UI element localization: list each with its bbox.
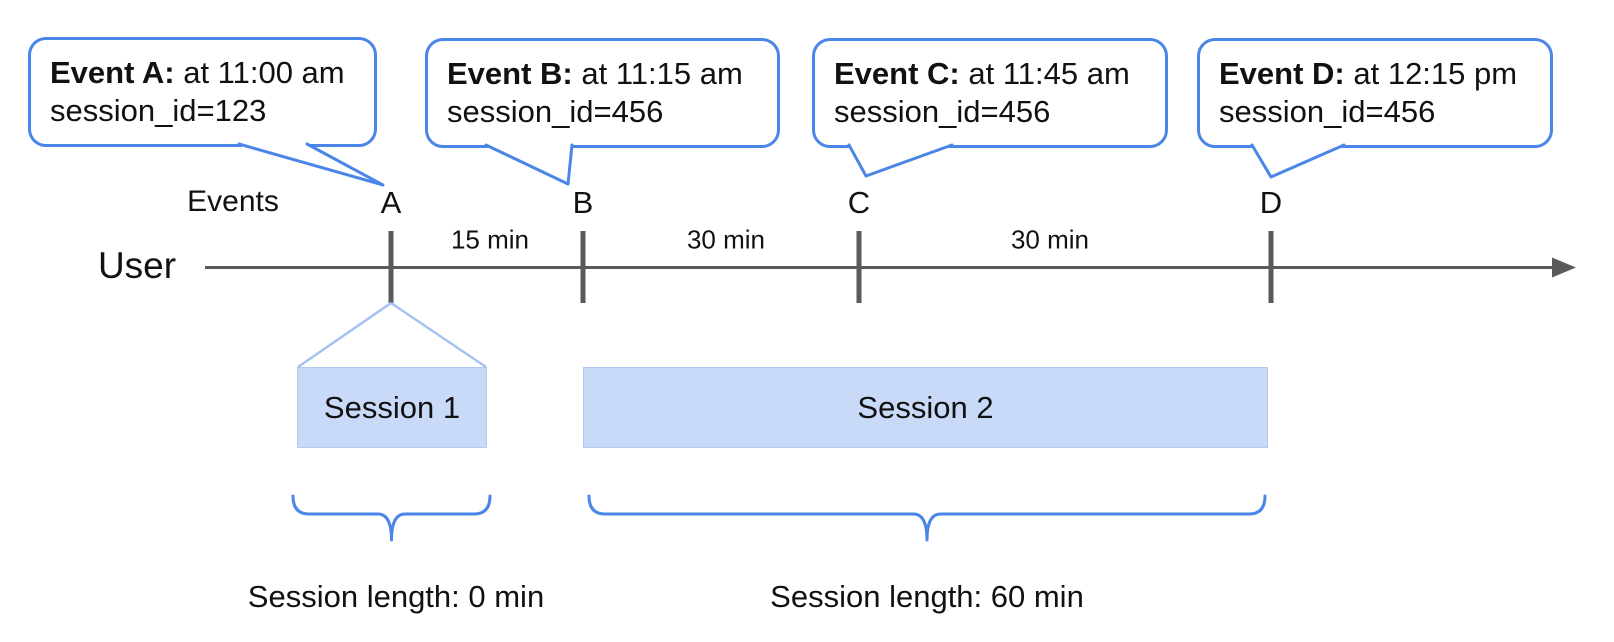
- event-mark-b: B: [572, 185, 594, 220]
- callout-event-d-session-id: session_id=456: [1219, 94, 1436, 129]
- callout-event-c-line1: Event C: at 11:45 am: [834, 55, 1153, 93]
- callout-event-b-line1: Event B: at 11:15 am: [447, 55, 765, 93]
- session-1-length-label: Session length: 0 min: [247, 579, 545, 614]
- event-mark-c: C: [847, 185, 871, 220]
- callout-event-b-session-id: session_id=456: [447, 94, 664, 129]
- brace-session-2: [587, 494, 1267, 542]
- callout-event-a-title: Event A:: [50, 55, 175, 90]
- callout-event-d: Event D: at 12:15 pm session_id=456: [1197, 38, 1553, 148]
- funnel-line-left: [297, 301, 392, 369]
- callout-event-b-time: at 11:15 am: [572, 56, 743, 91]
- callout-tail-b: [484, 143, 574, 186]
- callout-event-b-title: Event B:: [447, 56, 573, 91]
- session-1-box: Session 1: [297, 367, 487, 448]
- events-row-label: Events: [187, 185, 279, 218]
- callout-tail-d: [1250, 143, 1346, 179]
- event-mark-a: A: [380, 185, 402, 220]
- callout-event-c-time: at 11:45 am: [959, 56, 1130, 91]
- brace-session-1: [291, 494, 492, 542]
- callout-event-c-session-id: session_id=456: [834, 94, 1051, 129]
- callout-event-a-time: at 11:00 am: [174, 55, 345, 90]
- session-1-label: Session 1: [323, 389, 461, 425]
- session-2-length-label: Session length: 60 min: [770, 579, 1084, 614]
- interval-c-d-label: 30 min: [1010, 224, 1090, 255]
- callout-event-d-title: Event D:: [1219, 56, 1345, 91]
- timeline-arrowhead-icon: [1552, 257, 1576, 278]
- callout-event-a: Event A: at 11:00 am session_id=123: [28, 37, 377, 147]
- funnel-line-right: [390, 301, 487, 369]
- interval-a-b-label: 15 min: [450, 224, 530, 255]
- callout-event-a-line1: Event A: at 11:00 am: [50, 54, 362, 92]
- session-2-label: Session 2: [857, 389, 994, 425]
- callout-tail-c: [847, 143, 954, 178]
- callout-event-b: Event B: at 11:15 am session_id=456: [425, 38, 780, 148]
- callout-tail-a: [237, 142, 385, 187]
- callout-event-d-time: at 12:15 pm: [1344, 56, 1518, 91]
- session-2-box: Session 2: [583, 367, 1268, 448]
- callout-event-d-line1: Event D: at 12:15 pm: [1219, 55, 1538, 93]
- callout-event-c-title: Event C:: [834, 56, 960, 91]
- callout-event-a-session-id: session_id=123: [50, 93, 267, 128]
- callout-event-c: Event C: at 11:45 am session_id=456: [812, 38, 1168, 148]
- user-axis-label: User: [97, 245, 177, 286]
- interval-b-c-label: 30 min: [686, 224, 766, 255]
- event-mark-d: D: [1259, 185, 1283, 220]
